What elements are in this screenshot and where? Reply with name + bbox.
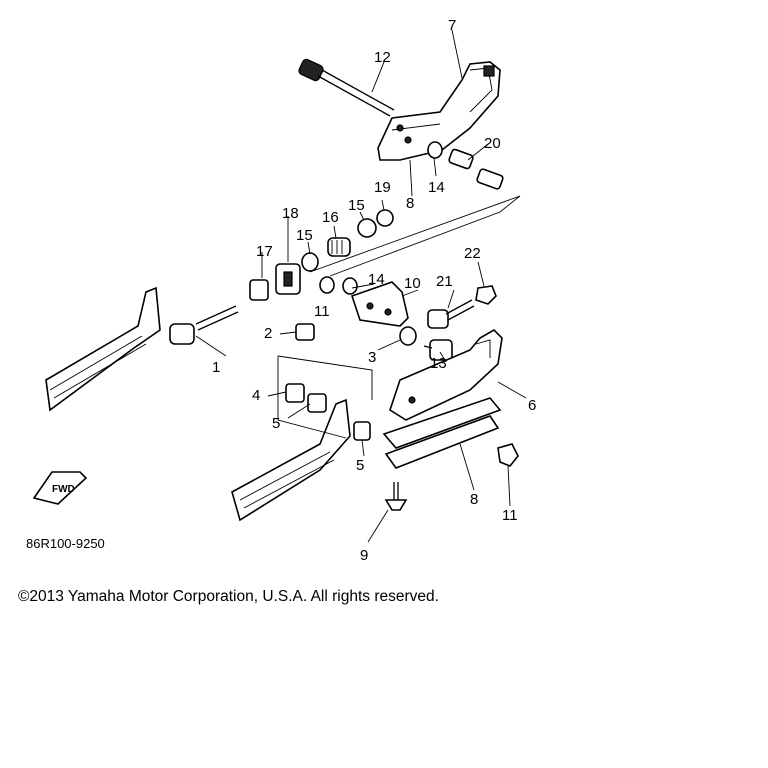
callout-5-right: 5: [356, 457, 364, 474]
callout-16: 16: [322, 209, 339, 226]
leader-lines: [195, 29, 527, 543]
callout-4: 4: [252, 387, 260, 404]
rail-lower-left: [231, 398, 351, 522]
diagram-code: 86R100-9250: [26, 536, 105, 551]
callout-15-right: 15: [348, 197, 365, 214]
callout-5-left: 5: [272, 415, 280, 432]
bushing-set: [249, 209, 394, 301]
callout-22: 22: [464, 245, 481, 262]
rail-assembly-bottom: [382, 329, 503, 469]
callout-6: 6: [528, 397, 536, 414]
callout-9: 9: [360, 547, 368, 564]
group-boundary-lower: [277, 355, 373, 439]
rail-assembly-top: [377, 61, 501, 161]
bushings-lower: [285, 323, 371, 441]
callout-8-bottom: 8: [470, 491, 478, 508]
group-boundary-upper: [309, 195, 521, 277]
callout-7: 7: [448, 17, 456, 34]
callout-3: 3: [368, 349, 376, 366]
bolt-21-nut-22: [427, 285, 497, 329]
link-plate-10: [350, 281, 409, 327]
callout-18: 18: [282, 205, 299, 222]
copyright-notice: ©2013 Yamaha Motor Corporation, U.S.A. A…: [18, 588, 439, 605]
callout-17: 17: [256, 243, 273, 260]
callout-15-left: 15: [296, 227, 313, 244]
callout-11-mid: 11: [314, 303, 330, 320]
washer-and-collar-top: [427, 141, 504, 190]
collar-3-bolt-13: [399, 326, 453, 361]
callout-labels: 12 7 20 14 8 19 15 16 18 15 17 22 14 10 …: [212, 17, 536, 564]
callout-20: 20: [484, 135, 501, 152]
callout-13: 13: [430, 355, 447, 372]
callout-11-bottom: 11: [502, 507, 518, 524]
rail-left-with-pin: [45, 286, 239, 412]
callout-21: 21: [436, 273, 453, 290]
callout-8-top: 8: [406, 195, 414, 212]
callout-12: 12: [374, 49, 391, 66]
callout-10: 10: [404, 275, 421, 292]
parts-diagram: FWD 12 7 20 14 8 19 15: [26, 17, 536, 564]
long-bolt-12: [298, 58, 395, 117]
fwd-label: FWD: [52, 484, 75, 495]
nut-11-bolt-9: [384, 443, 519, 511]
callout-2: 2: [264, 325, 272, 342]
callout-14-mid: 14: [368, 271, 385, 288]
fwd-arrow-icon: FWD: [32, 471, 88, 505]
callout-1: 1: [212, 359, 220, 376]
washers-middle: [319, 276, 358, 295]
callout-14-top: 14: [428, 179, 445, 196]
callout-19: 19: [374, 179, 391, 196]
